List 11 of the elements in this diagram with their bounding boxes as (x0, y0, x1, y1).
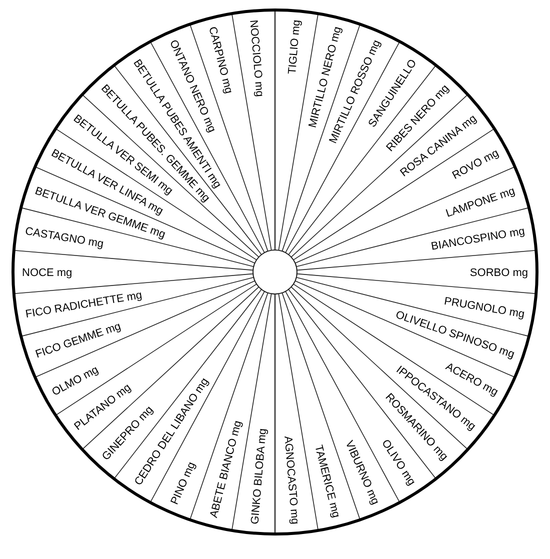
sector-label: PRUGNOLO mg (443, 294, 526, 321)
sector-label: SORBO mg (470, 266, 528, 280)
sector-label: PINO mg (168, 460, 199, 507)
sector-label: ABETE BIANCO mg (207, 419, 246, 520)
sector-label: NOCCIOLO mg (246, 19, 266, 98)
sector-label: TIGLIO mg (285, 19, 304, 75)
sector-label: GINKO BILOBA mg (248, 428, 270, 525)
sector-label: AGNOCASTO mg (280, 436, 302, 525)
sector-label: NOCE mg (22, 266, 72, 280)
sector-label: CARPINO mg (206, 25, 236, 95)
sector-label: CASTAGNO mg (24, 224, 105, 252)
